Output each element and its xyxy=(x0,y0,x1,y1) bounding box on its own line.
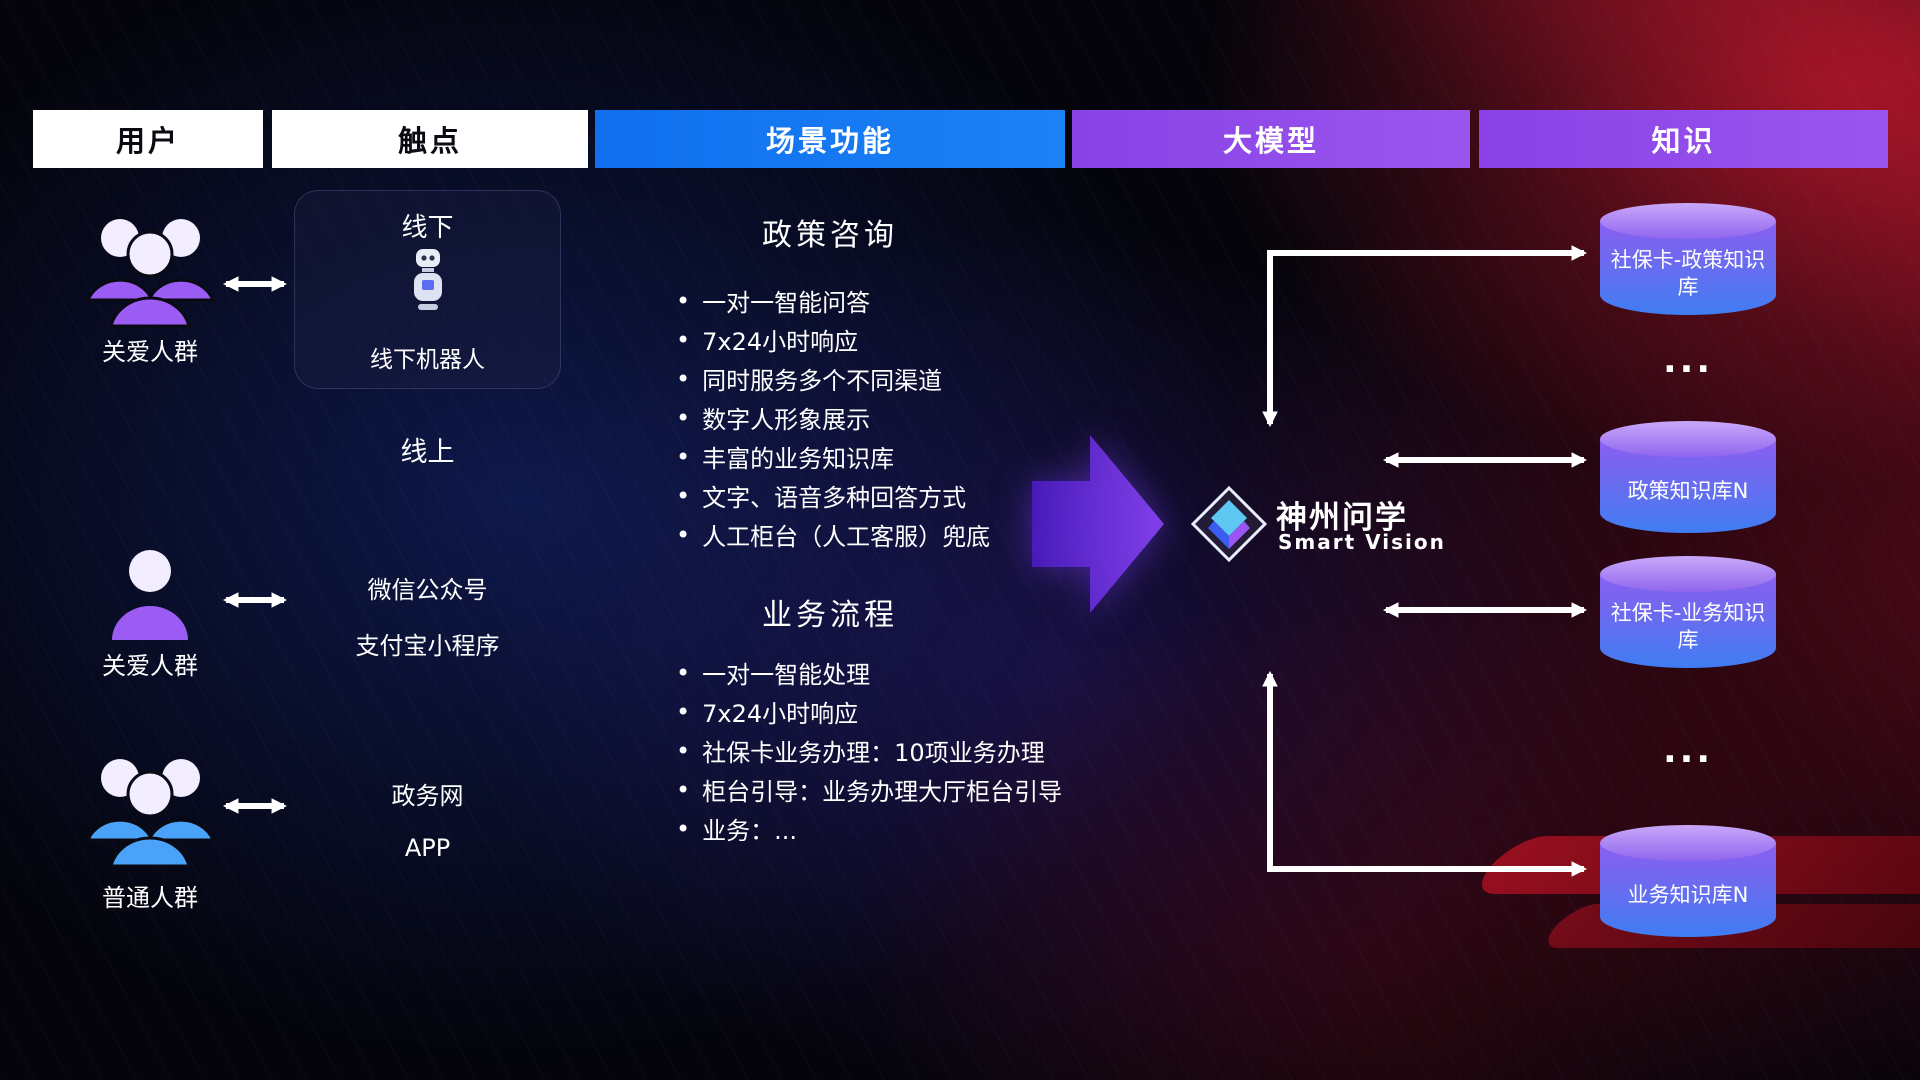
scenario-bullet-item: 7x24小时响应 xyxy=(676,692,1062,731)
header-column-scenario: 场景功能 xyxy=(595,110,1065,168)
group-icon xyxy=(85,759,216,868)
user-label: 关爱人群 xyxy=(102,652,198,680)
scenario-bullet-item: 一对一智能问答 xyxy=(676,281,990,320)
user-label: 普通人群 xyxy=(102,884,198,912)
kb-label: 社保卡-业务知识库 xyxy=(1610,600,1766,652)
header-column-touchpoint: 触点 xyxy=(272,110,588,168)
user-label: 关爱人群 xyxy=(102,338,198,366)
scenario-bullet-item: 人工柜台（人工客服）兜底 xyxy=(676,515,990,554)
scenario-bullet-item: 7x24小时响应 xyxy=(676,320,990,359)
header-column-model: 大模型 xyxy=(1072,110,1470,168)
kb-ellipsis: ... xyxy=(1662,340,1714,381)
online-title: 线上 xyxy=(400,437,455,468)
channel-alipay: 支付宝小程序 xyxy=(355,632,500,660)
scenario-title-business: 业务流程 xyxy=(762,598,898,633)
robot-icon xyxy=(413,249,442,310)
touchpoint-offline-card: 线下 线下机器人 xyxy=(294,190,561,389)
group-icon xyxy=(85,219,216,328)
channel-wechat: 微信公众号 xyxy=(367,576,488,604)
scenario-bullet-item: 同时服务多个不同渠道 xyxy=(676,359,990,398)
channel-gov-web: 政务网 xyxy=(391,782,464,810)
kb-label: 业务知识库N xyxy=(1627,883,1749,908)
kb-cylinder-business-n: 业务知识库N xyxy=(1600,825,1776,937)
kb-cylinder-business-social: 社保卡-业务知识库 xyxy=(1600,556,1776,668)
scenario-bullet-item: 社保卡业务办理：10项业务办理 xyxy=(676,731,1062,770)
brand-subtitle: Smart Vision xyxy=(1278,530,1446,554)
flow-arrow-icon xyxy=(1032,435,1164,613)
scenario-bullet-item: 数字人形象展示 xyxy=(676,398,990,437)
scenario-bullet-item: 文字、语音多种回答方式 xyxy=(676,476,990,515)
kb-cylinder-policy-social: 社保卡-政策知识库 xyxy=(1600,203,1776,315)
channel-app: APP xyxy=(404,834,451,862)
scenario-business-list: 一对一智能处理 7x24小时响应 社保卡业务办理：10项业务办理 柜台引导：业务… xyxy=(676,653,1062,848)
header-column-knowledge: 知识 xyxy=(1479,110,1888,168)
offline-title: 线下 xyxy=(401,213,454,243)
scenario-policy-list: 一对一智能问答 7x24小时响应 同时服务多个不同渠道 数字人形象展示 丰富的业… xyxy=(676,281,990,554)
brand-name: 神州问学 xyxy=(1276,500,1408,536)
kb-cylinder-policy-n: 政策知识库N xyxy=(1600,421,1776,533)
scenario-bullet-item: 丰富的业务知识库 xyxy=(676,437,990,476)
offline-robot-label: 线下机器人 xyxy=(370,347,485,373)
kb-ellipsis: ... xyxy=(1662,730,1714,771)
kb-label: 政策知识库N xyxy=(1627,479,1749,504)
person-icon xyxy=(112,550,188,640)
cylinder-top xyxy=(1600,825,1776,861)
scenario-bullet-item: 柜台引导：业务办理大厅柜台引导 xyxy=(676,770,1062,809)
header-column-users: 用户 xyxy=(33,110,263,168)
cylinder-top xyxy=(1600,421,1776,457)
cylinder-top xyxy=(1600,556,1776,592)
scenario-bullet-item: 业务：... xyxy=(676,809,1062,848)
kb-label: 社保卡-政策知识库 xyxy=(1610,247,1766,299)
diamond-logo-icon xyxy=(1190,485,1268,563)
scenario-title-policy: 政策咨询 xyxy=(762,218,898,253)
cylinder-top xyxy=(1600,203,1776,239)
scenario-bullet-item: 一对一智能处理 xyxy=(676,653,1062,692)
